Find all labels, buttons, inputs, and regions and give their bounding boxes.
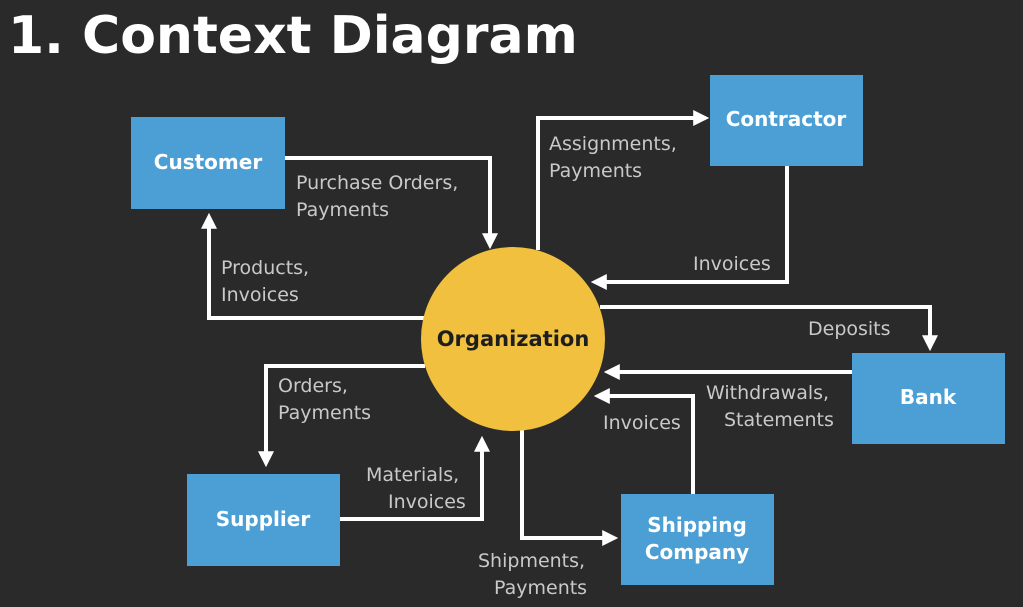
flow-label: Statements xyxy=(724,409,834,431)
flow-label: Purchase Orders, xyxy=(296,172,458,194)
contractor-label: Contractor xyxy=(726,107,847,131)
arrow-org-to-bank xyxy=(600,305,938,352)
supplier-entity xyxy=(187,474,340,566)
contractor-entity xyxy=(710,75,863,166)
shipping-label-line1: Shipping xyxy=(647,513,747,537)
flow-label: Assignments, xyxy=(549,133,677,155)
flow-label: Products, xyxy=(221,257,309,279)
organization-label: Organization xyxy=(437,327,590,351)
customer-entity xyxy=(131,117,285,209)
flow-label: Shipments, xyxy=(478,550,585,572)
flow-label: Payments xyxy=(494,577,587,599)
slide-title: 1. Context Diagram xyxy=(8,6,578,66)
bank-entity xyxy=(852,353,1005,444)
arrow-org-to-shipping xyxy=(520,430,619,546)
supplier-label: Supplier xyxy=(216,507,311,531)
arrow-contractor-to-org xyxy=(590,166,789,290)
flow-label: Invoices xyxy=(693,253,771,275)
bank-label: Bank xyxy=(900,385,957,409)
flow-label: Invoices xyxy=(221,284,299,306)
flow-label: Invoices xyxy=(388,491,466,513)
flow-label: Payments xyxy=(296,199,389,221)
flow-label: Withdrawals, xyxy=(706,382,829,404)
arrow-org-to-customer xyxy=(201,212,424,320)
flow-label: Payments xyxy=(549,160,642,182)
arrow-customer-to-org xyxy=(285,156,498,250)
shipping-label-line2: Company xyxy=(645,540,749,564)
flow-label: Deposits xyxy=(808,318,891,340)
flow-label: Invoices xyxy=(603,412,681,434)
arrow-org-to-supplier xyxy=(258,364,425,468)
flow-label: Orders, xyxy=(278,375,348,397)
arrow-shipping-to-org xyxy=(593,388,695,494)
flow-label: Payments xyxy=(278,402,371,424)
flow-label: Materials, xyxy=(366,464,459,486)
arrow-org-to-contractor xyxy=(536,110,710,250)
shipping-company-entity xyxy=(621,494,774,585)
arrow-supplier-to-org xyxy=(340,435,490,521)
organization-process xyxy=(421,247,605,431)
customer-label: Customer xyxy=(154,150,263,174)
